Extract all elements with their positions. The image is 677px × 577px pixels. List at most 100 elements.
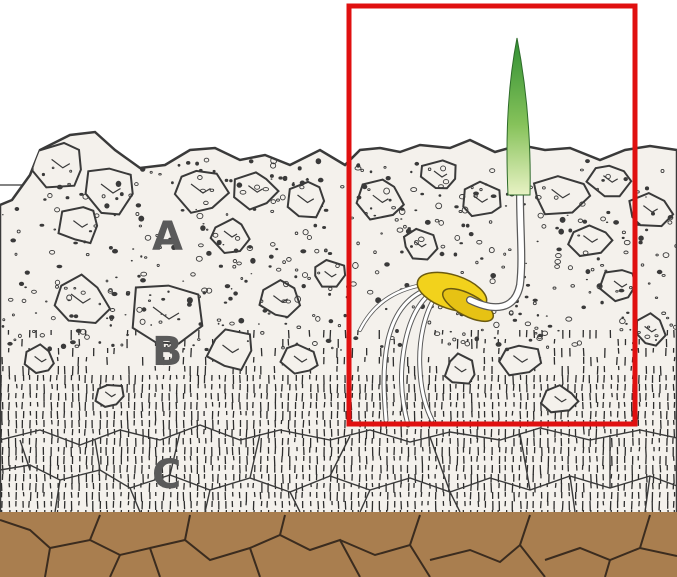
soil-particle — [126, 292, 130, 296]
soil-particle — [645, 229, 648, 232]
soil-particle — [625, 323, 628, 325]
soil-particle — [410, 171, 412, 173]
soil-particle — [206, 251, 211, 256]
soil-particle — [24, 286, 27, 288]
soil-particle — [15, 207, 20, 211]
soil-particle — [583, 220, 588, 224]
soil-particle — [439, 194, 442, 197]
soil-particle — [98, 341, 101, 344]
soil-particle — [253, 208, 257, 211]
soil-particle — [43, 198, 46, 201]
soil-particle — [466, 224, 470, 228]
soil-particle — [655, 339, 657, 341]
soil-particle — [415, 162, 420, 166]
soil-particle — [473, 192, 479, 196]
soil-particle — [126, 334, 129, 336]
soil-particle — [425, 220, 431, 225]
soil-particle — [668, 215, 672, 219]
soil-particle — [414, 209, 417, 211]
soil-particle — [24, 166, 29, 170]
soil-particle — [525, 263, 527, 264]
soil-particle — [585, 159, 590, 163]
soil-body — [0, 132, 677, 577]
soil-particle — [380, 345, 384, 348]
soil-particle — [249, 159, 254, 163]
soil-particle — [2, 214, 4, 215]
soil-particle — [278, 176, 282, 179]
soil-particle — [558, 229, 564, 235]
soil-particle — [271, 178, 273, 179]
soil-particle — [400, 251, 404, 254]
soil-particle — [247, 340, 249, 342]
soil-particle — [200, 225, 205, 231]
soil-particle — [505, 348, 509, 352]
soil-particle — [203, 291, 206, 294]
soil-particle — [626, 312, 629, 314]
soil-particle — [401, 208, 405, 211]
soil-particle — [454, 253, 458, 257]
soil-particle — [192, 344, 195, 346]
soil-particle — [219, 265, 223, 268]
soil-particle — [83, 240, 86, 243]
soil-particle — [238, 318, 244, 324]
soil-particle — [386, 176, 391, 180]
soil-particle — [250, 258, 255, 264]
soil-particle — [586, 279, 588, 280]
soil-particle — [408, 227, 411, 229]
soil-particle — [302, 284, 306, 288]
soil-particle — [344, 314, 347, 317]
soil-particle — [171, 181, 174, 184]
layer-label-a: A — [152, 214, 183, 260]
soil-particle — [229, 179, 232, 182]
soil-particle — [223, 244, 225, 245]
soil-particle — [548, 325, 553, 328]
seedling-shoot — [507, 38, 530, 195]
soil-particle — [57, 185, 63, 190]
soil-particle — [61, 344, 66, 349]
soil-particle — [228, 297, 232, 301]
soil-particle — [137, 275, 140, 278]
soil-particle — [244, 280, 247, 283]
soil-particle — [601, 179, 605, 182]
soil-particle — [597, 257, 600, 260]
soil-particle — [440, 252, 445, 256]
soil-particle — [233, 291, 238, 295]
soil-particle — [270, 174, 274, 178]
soil-particle — [485, 183, 488, 185]
soil-particle — [19, 282, 24, 286]
layer-label-b: B — [152, 329, 183, 375]
soil-particle — [370, 170, 373, 173]
soil-particle — [258, 323, 260, 325]
soil-particle — [294, 275, 297, 278]
soil-particle — [389, 199, 392, 202]
soil-particle — [400, 218, 402, 220]
soil-particle — [25, 158, 29, 162]
soil-particle — [109, 315, 114, 320]
soil-particle — [2, 325, 5, 328]
soil-particle — [329, 319, 334, 323]
soil-particle — [556, 248, 561, 252]
soil-particle — [639, 241, 643, 245]
soil-particle — [218, 323, 220, 325]
soil-particle — [251, 273, 253, 274]
soil-particle — [178, 164, 181, 167]
soil-particle — [322, 226, 326, 229]
soil-particle — [586, 269, 591, 274]
soil-particle — [316, 158, 322, 164]
soil-particle — [480, 257, 483, 260]
soil-particle — [205, 348, 209, 351]
soil-particle — [613, 220, 619, 225]
soil-particle — [74, 314, 78, 318]
soil-particle — [362, 184, 367, 189]
soil-particle — [568, 229, 572, 233]
soil-particle — [70, 340, 76, 344]
soil-particle — [89, 230, 92, 232]
soil-particle — [248, 245, 253, 249]
soil-particle — [269, 255, 274, 259]
soil-particle — [645, 186, 649, 190]
soil-particle — [76, 329, 82, 333]
layer-labels: A B C — [152, 214, 183, 498]
soil-particle — [533, 299, 538, 302]
soil-particle — [3, 161, 6, 164]
